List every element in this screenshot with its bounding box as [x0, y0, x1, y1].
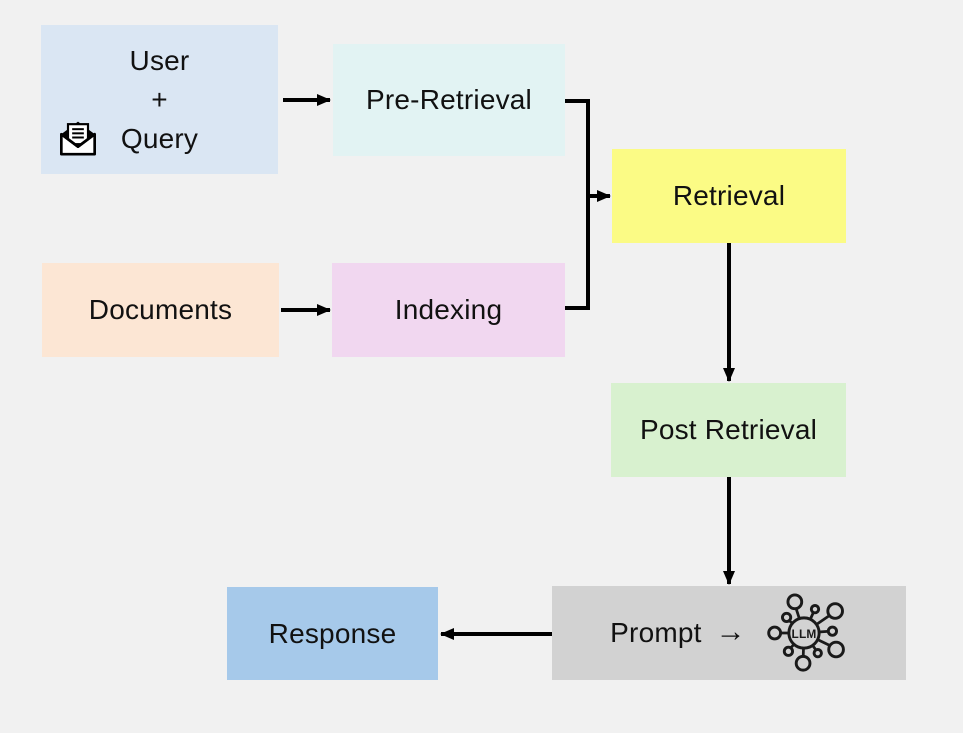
llm-icon-text: LLM [791, 627, 816, 641]
node-post-retrieval: Post Retrieval [611, 383, 846, 477]
prompt-label: Prompt [610, 617, 702, 648]
user-query-line-plus: + [151, 84, 168, 115]
pre-retrieval-label: Pre-Retrieval [366, 84, 532, 115]
post-retrieval-label: Post Retrieval [639, 414, 818, 445]
indexing-label: Indexing [394, 294, 503, 325]
response-label: Response [268, 617, 397, 649]
llm-network-icon: LLM [760, 589, 848, 677]
documents-label: Documents [88, 294, 233, 325]
node-user-query: User + Query [41, 25, 278, 174]
user-query-line-query: Query [120, 123, 199, 154]
node-documents: Documents [42, 263, 279, 357]
node-response: Response [227, 587, 438, 680]
node-prompt-llm: Prompt → [552, 586, 906, 680]
retrieval-label: Retrieval [672, 180, 786, 211]
user-query-line-user: User [129, 45, 190, 76]
right-arrow-glyph: → [715, 615, 746, 648]
node-indexing: Indexing [332, 263, 565, 357]
node-retrieval: Retrieval [612, 149, 846, 243]
open-envelope-icon [58, 117, 98, 158]
connector-merge-bus [565, 99, 590, 310]
node-pre-retrieval: Pre-Retrieval [333, 44, 565, 156]
